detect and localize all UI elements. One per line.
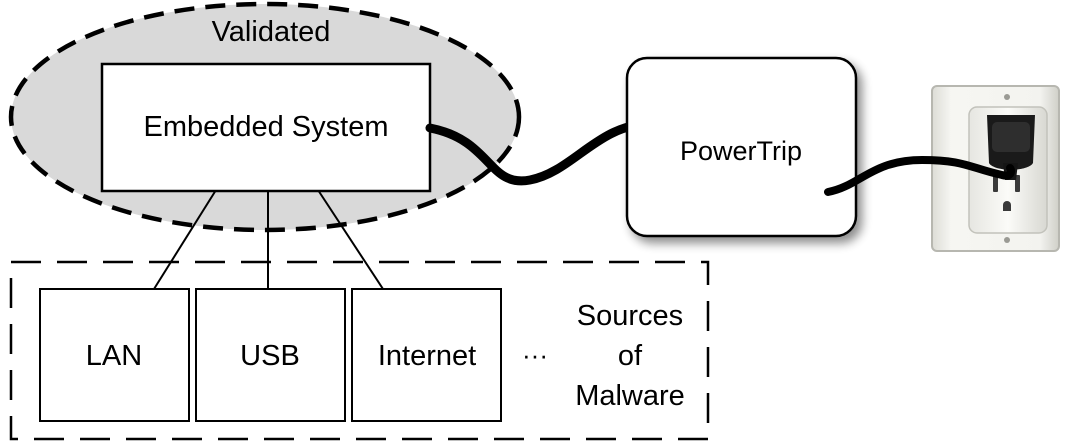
power-cable-to-outlet [824, 155, 1015, 196]
source-box-lan [39, 288, 190, 422]
source-box-usb [195, 288, 346, 422]
source-label-lan: LAN [86, 340, 142, 372]
embedded-system-box [100, 62, 432, 193]
source-label-usb: USB [240, 340, 300, 372]
embedded-system-label: Embedded System [143, 111, 388, 143]
sources-caption-line-3: Malware [575, 380, 685, 412]
malware-sources-region [9, 260, 710, 441]
source-box-internet [351, 288, 502, 422]
source-label-internet: Internet [378, 340, 476, 372]
sources-caption-line-2: of [618, 340, 643, 372]
powertrip-box [625, 56, 858, 238]
more-sources-ellipsis: ··· [522, 340, 548, 370]
validated-label: Validated [212, 16, 331, 48]
wall-outlet-icon [931, 85, 1060, 252]
powertrip-label: PowerTrip [680, 136, 802, 166]
connector-lan [153, 189, 217, 290]
power-cable-to-powertrip [425, 119, 653, 186]
connector-internet [317, 189, 384, 290]
sources-caption-line-1: Sources [577, 300, 683, 332]
